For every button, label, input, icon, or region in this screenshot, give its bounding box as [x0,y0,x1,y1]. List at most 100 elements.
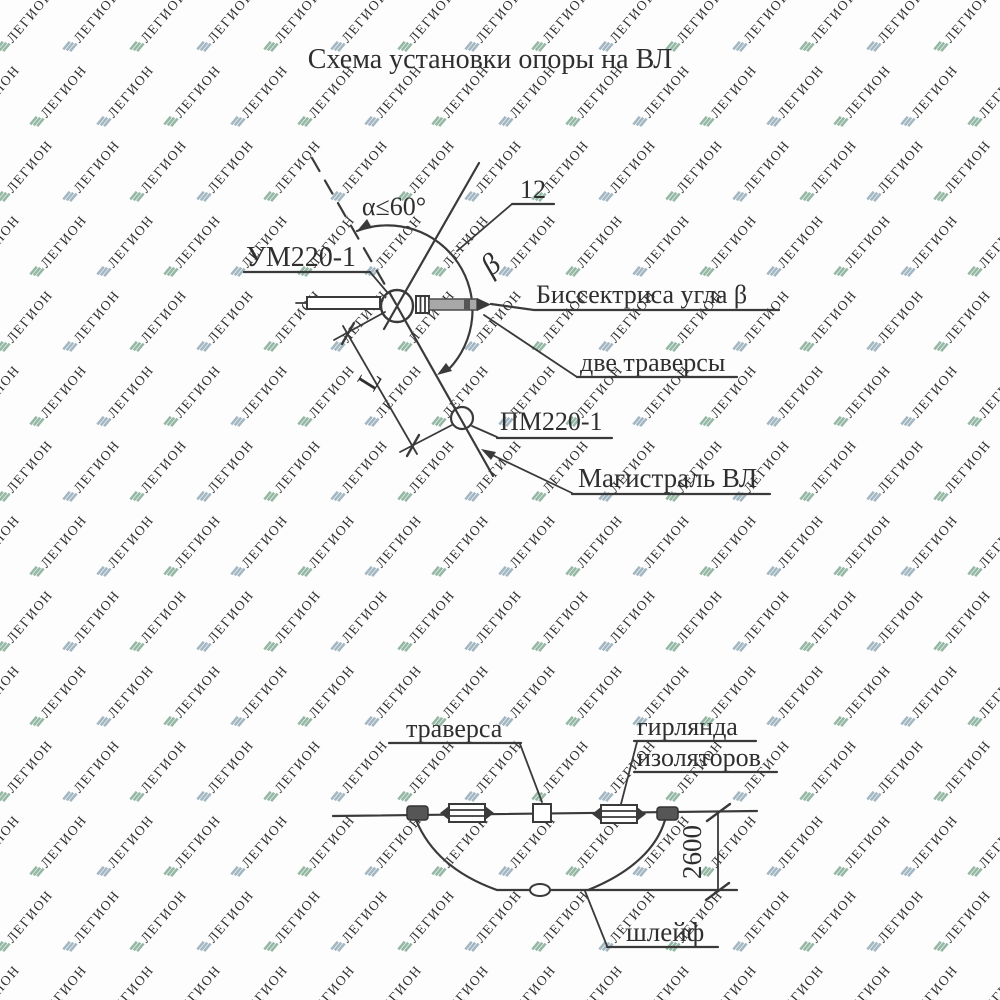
watermark-layers-icon [806,942,815,953]
watermark-layers-icon [632,265,641,276]
corner-support-leader [369,271,388,293]
watermark-layers-icon [766,415,775,426]
watermark-layers-icon [933,640,942,651]
jumper-connector [529,883,551,897]
watermark-layers-icon [266,941,276,952]
watermark-layers-icon [572,867,581,878]
watermark-layers-icon [769,566,779,577]
watermark-layers-icon [806,792,815,803]
watermark-layers-icon [132,491,142,502]
watermark-layers-icon [699,265,708,276]
watermark-layers-icon [538,342,547,353]
watermark-layers-icon [233,416,243,427]
watermark-layers-icon [866,790,875,801]
watermark-layers-icon [199,791,209,802]
watermark-layers-icon [69,942,78,953]
watermark-layers-icon [297,865,306,876]
watermark-layers-icon [732,40,741,51]
right-bar-arrow [477,298,491,311]
watermark-layers-icon [970,716,980,727]
watermark-layers-icon [65,791,75,802]
watermark-layers-icon [330,790,339,801]
watermark-layers-icon [933,490,942,501]
watermark-layers-icon [840,117,849,128]
watermark-layers-icon [632,865,641,876]
watermark-layers-icon [806,342,815,353]
watermark-layers-icon [936,641,946,652]
watermark-layers-icon [505,717,514,728]
watermark-layers-icon [601,191,611,202]
watermark-layers-icon [967,115,976,126]
watermark-layers-icon [632,565,641,576]
watermark-layers-icon [572,267,581,278]
watermark-layers-icon [434,416,444,427]
watermark-layers-icon [505,117,514,128]
watermark-layers-icon [501,116,511,127]
angle-arc [355,224,474,371]
watermark-layers-icon [29,115,38,126]
watermark-layers-icon [263,640,272,651]
watermark-layers-icon [706,117,715,128]
watermark-layers-icon [869,41,879,52]
dim-L-extension-top [333,311,386,341]
watermark-layers-icon [531,790,540,801]
watermark-layers-icon [397,640,406,651]
watermark-layers-icon [799,340,808,351]
watermark-layers-icon [266,491,276,502]
watermark-layers-icon [840,567,849,578]
watermark-layers-icon [665,40,674,51]
bisector-label: Биссектриса угла β [536,280,747,309]
watermark-layers-icon [129,340,138,351]
watermark-layers-icon [29,565,38,576]
insulator-string-2 [592,804,646,824]
watermark-layers-icon [735,791,745,802]
watermark-layers-icon [69,42,78,53]
watermark-layers-icon [266,191,276,202]
watermark-layers-icon [367,266,377,277]
watermark-layers-icon [397,40,406,51]
watermark-layers-icon [498,565,507,576]
watermark-layers-icon [65,941,75,952]
watermark-layers-icon [96,265,105,276]
watermark-layers-icon [739,42,748,53]
watermark-layers-icon [132,41,142,52]
watermark-layers-icon [505,417,514,428]
watermark-layers-icon [438,117,447,128]
watermark-layers-icon [903,566,913,577]
watermark-layers-icon [230,865,239,876]
watermark-layers-icon [936,941,946,952]
watermark-layers-icon [498,865,507,876]
watermark-layers-icon [967,715,976,726]
watermark-layers-icon [967,865,976,876]
watermark-layers-icon [400,41,410,52]
watermark-layers-icon [270,192,279,203]
watermark-layers-icon [330,340,339,351]
main-line-leader [485,451,573,494]
watermark-layers-icon [438,417,447,428]
watermark-layers-icon [300,716,310,727]
watermark-layers-icon [330,190,339,201]
watermark-layers-icon [163,265,172,276]
watermark-layers-icon [572,417,581,428]
watermark-layers-icon [903,416,913,427]
watermark-layers-icon [900,415,909,426]
watermark-layers-icon [65,191,75,202]
watermark-layers-icon [873,42,882,53]
watermark-layers-icon [233,266,243,277]
watermark-layers-icon [598,190,607,201]
watermark-layers-icon [933,190,942,201]
watermark-layers-icon [266,641,276,652]
crossarm-hub [415,295,430,314]
item-12-label: 12 [520,175,546,204]
watermark-layers-icon [263,190,272,201]
watermark-layers-icon [434,866,444,877]
watermark-layers-icon [534,341,544,352]
watermark-layers-icon [531,940,540,951]
watermark-layers-icon [333,791,343,802]
dim-L-tick-bottom [405,433,421,458]
watermark-layers-icon [0,490,4,501]
watermark-layers-icon [903,266,913,277]
watermark-layers-icon [404,192,413,203]
watermark-layers-icon [568,566,578,577]
